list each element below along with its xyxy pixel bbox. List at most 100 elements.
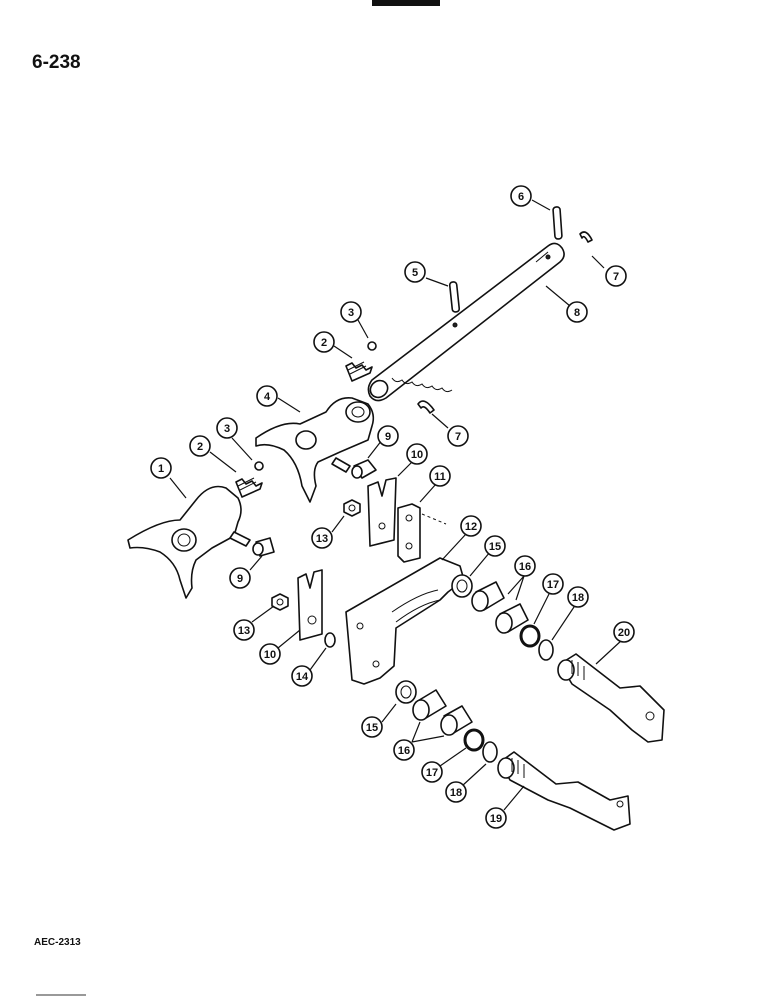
callout-18: 18 <box>567 586 589 608</box>
shift-fork-lower <box>127 485 251 599</box>
callout-10: 10 <box>406 443 428 465</box>
callout-14: 14 <box>291 665 313 687</box>
link-plate-upper <box>367 477 397 547</box>
link-plate-lower <box>297 569 323 641</box>
callout-16: 16 <box>514 555 536 577</box>
shift-fork-upper <box>255 396 375 503</box>
callout-9: 9 <box>229 567 251 589</box>
callout-15: 15 <box>484 535 506 557</box>
svg-text:12: 12 <box>465 521 477 533</box>
callout-16: 16 <box>393 739 415 761</box>
callout-8: 8 <box>566 301 588 323</box>
svg-text:6: 6 <box>518 191 524 203</box>
washer-15-upper <box>451 574 473 598</box>
svg-text:17: 17 <box>426 767 438 779</box>
callout-11: 11 <box>429 465 451 487</box>
washer-18-lower <box>482 741 498 763</box>
bushing-upper <box>351 459 377 479</box>
leader-lines <box>169 199 623 811</box>
svg-text:7: 7 <box>455 431 461 443</box>
svg-text:4: 4 <box>264 391 271 403</box>
svg-text:18: 18 <box>572 592 584 604</box>
svg-text:10: 10 <box>411 449 423 461</box>
nut-lower <box>271 593 289 611</box>
svg-text:1: 1 <box>158 463 164 475</box>
callout-7: 7 <box>605 265 627 287</box>
retaining-clip-bottom <box>417 400 435 414</box>
callout-17: 17 <box>542 573 564 595</box>
svg-text:18: 18 <box>450 787 462 799</box>
callout-17: 17 <box>421 761 443 783</box>
callout-7: 7 <box>447 425 469 447</box>
svg-text:3: 3 <box>224 423 230 435</box>
callout-19: 19 <box>485 807 507 829</box>
detent-spring-lower <box>235 477 263 498</box>
callout-4: 4 <box>256 385 278 407</box>
callout-13: 13 <box>311 527 333 549</box>
detent-ball-upper <box>367 341 377 351</box>
bearing-16-upper-b <box>495 603 529 634</box>
svg-text:13: 13 <box>316 533 328 545</box>
svg-text:16: 16 <box>519 561 531 573</box>
callout-3: 3 <box>216 417 238 439</box>
svg-text:8: 8 <box>574 307 580 319</box>
callout-9: 9 <box>377 425 399 447</box>
top-crop-mark <box>372 0 440 6</box>
alignment-line <box>421 513 447 525</box>
bearing-16-lower-a <box>412 689 447 721</box>
detent-spring-upper <box>345 361 373 382</box>
svg-text:11: 11 <box>434 471 446 483</box>
callout-1: 1 <box>150 457 172 479</box>
svg-text:2: 2 <box>321 337 327 349</box>
snap-ring-17-lower <box>463 728 485 752</box>
svg-text:14: 14 <box>296 671 309 683</box>
callout-2: 2 <box>189 435 211 457</box>
link-plate-11 <box>397 503 421 563</box>
bottom-crop-mark <box>36 994 86 996</box>
svg-text:13: 13 <box>238 625 250 637</box>
svg-text:15: 15 <box>489 541 501 553</box>
nut-upper <box>343 499 361 517</box>
page-number: 6-238 <box>32 52 81 73</box>
washer-18-upper <box>538 639 554 661</box>
svg-text:19: 19 <box>490 813 502 825</box>
retaining-clip-top <box>579 231 593 243</box>
callout-6: 6 <box>510 185 532 207</box>
callout-15: 15 <box>361 716 383 738</box>
svg-text:10: 10 <box>264 649 276 661</box>
shift-rail <box>367 242 565 402</box>
bearing-16-upper-a <box>471 581 505 612</box>
svg-text:20: 20 <box>618 627 630 639</box>
svg-text:7: 7 <box>613 271 619 283</box>
snap-ring-17-upper <box>519 624 541 648</box>
svg-text:15: 15 <box>366 722 378 734</box>
callout-10: 10 <box>259 643 281 665</box>
callout-20: 20 <box>613 621 635 643</box>
svg-text:17: 17 <box>547 579 559 591</box>
svg-text:3: 3 <box>348 307 354 319</box>
detent-ball-lower <box>254 461 264 471</box>
roll-pin-top <box>552 206 563 240</box>
bearing-16-lower-b <box>440 705 473 736</box>
pedal-shaft-19 <box>497 751 631 831</box>
svg-text:9: 9 <box>385 431 391 443</box>
pedal-shaft-20 <box>557 653 665 743</box>
callout-13: 13 <box>233 619 255 641</box>
callout-12: 12 <box>460 515 482 537</box>
callout-5: 5 <box>404 261 426 283</box>
washer-15-lower <box>395 680 417 704</box>
callout-2: 2 <box>313 331 335 353</box>
callout-18: 18 <box>445 781 467 803</box>
svg-text:9: 9 <box>237 573 243 585</box>
mounting-bracket <box>345 557 465 685</box>
svg-text:16: 16 <box>398 745 410 757</box>
roll-pin-middle <box>448 281 461 313</box>
svg-text:5: 5 <box>412 267 418 279</box>
callout-3: 3 <box>340 301 362 323</box>
bushing-lower <box>252 537 275 557</box>
washer-14 <box>324 632 336 648</box>
figure-code: AEC-2313 <box>34 937 81 948</box>
svg-text:2: 2 <box>197 441 203 453</box>
